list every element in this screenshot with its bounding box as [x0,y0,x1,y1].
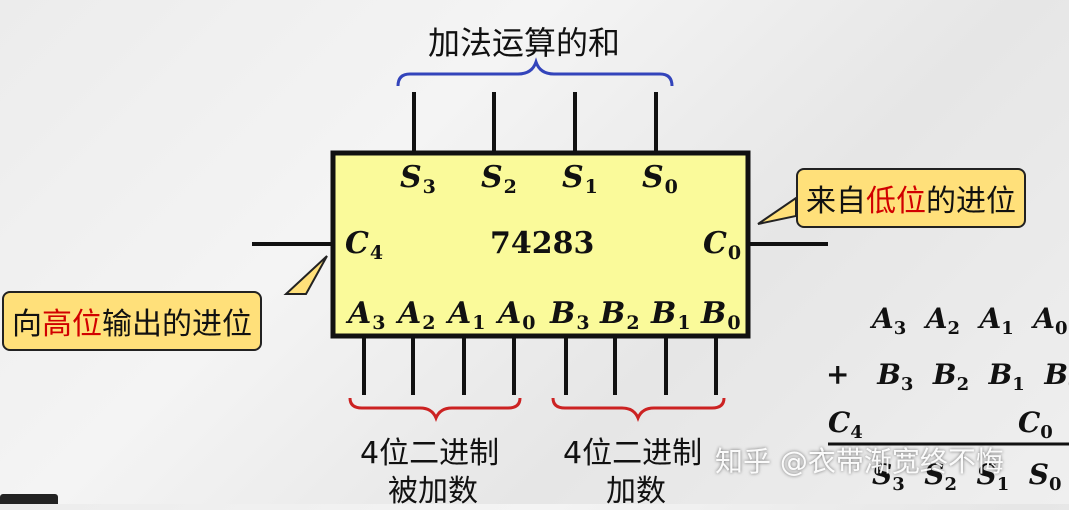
pin-label-s0: S0 [642,160,678,198]
pin-label-a3: A3 [348,296,386,334]
pin-label-a1: A1 [448,296,486,334]
addend-label-line1: 4位二进制 [563,436,703,471]
pin-label-b1: B1 [651,296,691,334]
carry-in-callout: 来自低位的进位 [796,168,1026,228]
pin-label-a0: A0 [498,296,536,334]
pin-label-a2: A2 [398,296,436,334]
pin-label-s1: S1 [562,160,598,198]
sum-bracket [396,57,674,87]
corner-tab [0,494,58,504]
addend-label-line2: 加数 [606,474,666,509]
pin-label-s2: S2 [481,160,517,198]
augend-label-line2: 被加数 [388,474,478,509]
pin-label-b3: B3 [550,296,590,334]
pin-label-s3: S3 [400,160,436,198]
carry-out-callout: 向高位输出的进位 [2,291,262,351]
addition-row-a: A3 A2 A1 A0 [872,302,1068,339]
left-callout-tail [283,255,328,295]
pin-label-b2: B2 [600,296,640,334]
pin-label-c0: C0 [703,226,742,264]
addend-bracket [551,397,726,423]
addition-row-b: + B3 B2 B1 B0 [826,358,1069,395]
sum-label: 加法运算的和 [428,24,621,62]
augend-bracket [348,397,522,423]
augend-label-line1: 4位二进制 [360,436,500,471]
addition-carry-out: C4 [828,406,863,443]
addition-row-s: S3 S2 S1 S0 [872,458,1062,495]
watermark: 知乎 @衣带渐宽终不悔 [715,445,1004,478]
chip-body [330,150,751,339]
pin-label-c4: C4 [345,226,384,264]
pin-label-b0: B0 [701,296,741,334]
plus-sign: + [826,358,850,391]
right-callout-tail [757,196,797,225]
addition-carry-in: C0 [1018,406,1053,443]
chip-name: 74283 [490,226,595,261]
